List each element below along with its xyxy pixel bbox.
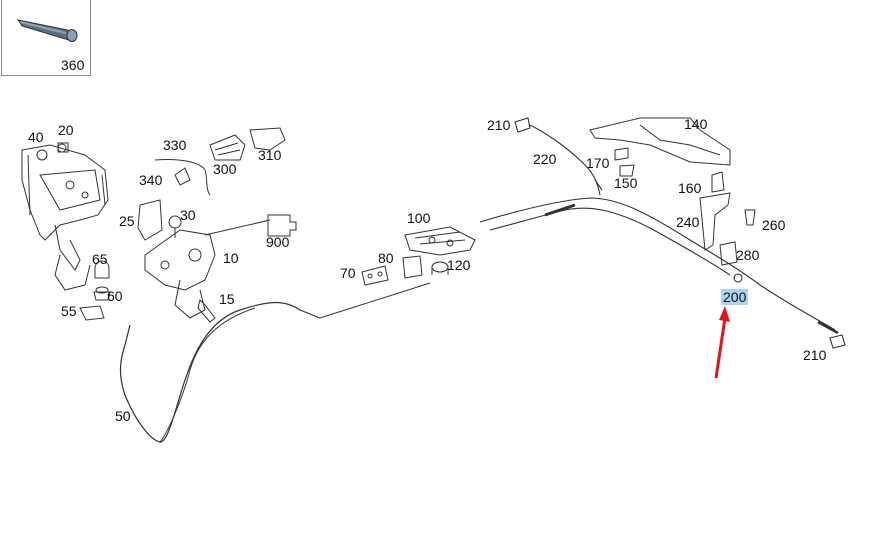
callout-25[interactable]: 25 <box>119 213 135 229</box>
callout-210-top[interactable]: 210 <box>487 117 511 133</box>
callout-220[interactable]: 220 <box>533 151 557 167</box>
mechanism-drawing <box>361 226 476 286</box>
callout-200-highlighted[interactable]: 200 <box>721 289 749 305</box>
callout-150[interactable]: 150 <box>614 175 638 191</box>
callout-310[interactable]: 310 <box>258 147 282 163</box>
callout-120[interactable]: 120 <box>447 257 471 273</box>
callout-900[interactable]: 900 <box>266 234 290 250</box>
part-thumbnail-frame[interactable] <box>1 0 91 76</box>
callout-210-bottom[interactable]: 210 <box>803 347 827 363</box>
callout-60[interactable]: 60 <box>107 288 123 304</box>
front-cable-50 <box>119 301 321 443</box>
callout-170[interactable]: 170 <box>586 155 610 171</box>
callout-260[interactable]: 260 <box>762 217 786 233</box>
part-360-thumbnail <box>16 19 78 42</box>
callout-80[interactable]: 80 <box>378 250 394 266</box>
callout-40[interactable]: 40 <box>28 129 44 145</box>
callout-240[interactable]: 240 <box>676 214 700 230</box>
callout-30[interactable]: 30 <box>180 207 196 223</box>
callout-160[interactable]: 160 <box>678 180 702 196</box>
callout-330[interactable]: 330 <box>163 137 187 153</box>
callout-300[interactable]: 300 <box>213 161 237 177</box>
switch-assembly-drawing <box>154 127 286 196</box>
callout-65[interactable]: 65 <box>92 251 108 267</box>
lever-assembly-drawing <box>137 199 271 323</box>
callout-280[interactable]: 280 <box>736 247 760 263</box>
callout-340[interactable]: 340 <box>139 172 163 188</box>
small-parts-drawing <box>79 260 111 321</box>
callout-140[interactable]: 140 <box>684 116 708 132</box>
callout-10[interactable]: 10 <box>223 250 239 266</box>
callout-100[interactable]: 100 <box>407 210 431 226</box>
bracket-140-drawing <box>589 117 756 266</box>
connector-900-drawing <box>267 214 297 237</box>
callout-50[interactable]: 50 <box>115 408 131 424</box>
callout-360[interactable]: 360 <box>61 57 85 73</box>
callout-15[interactable]: 15 <box>219 291 235 307</box>
pedal-bracket-drawing <box>21 142 109 291</box>
callout-20[interactable]: 20 <box>58 122 74 138</box>
rear-cables-drawing <box>479 117 846 349</box>
callout-70[interactable]: 70 <box>340 265 356 281</box>
callout-55[interactable]: 55 <box>61 303 77 319</box>
